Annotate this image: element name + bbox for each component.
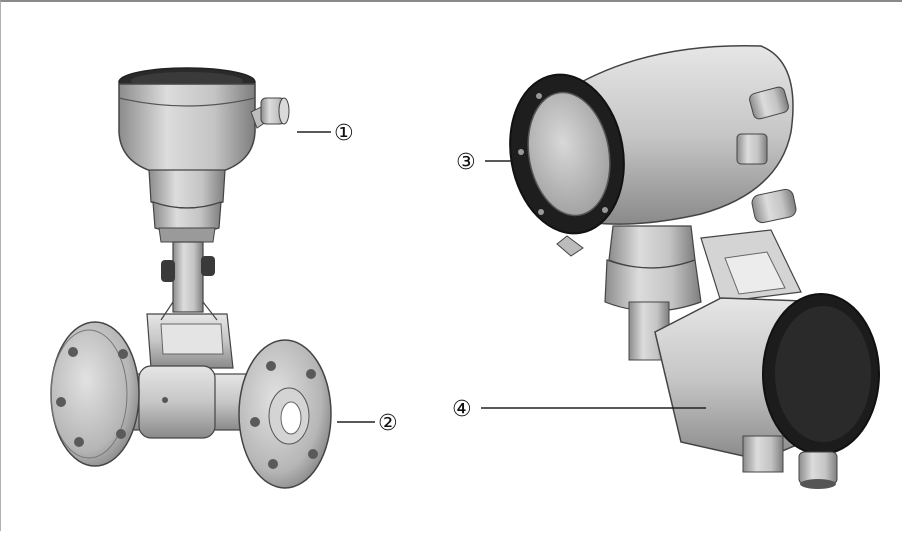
callout-3: ③ [456,150,476,175]
compact-housing [118,67,290,243]
right-flange [238,339,332,489]
compact-flowmeter [50,67,332,489]
compact-stem [146,241,234,369]
callout-4: ④ [452,397,472,422]
left-flange [50,321,140,467]
wall-bracket [700,229,802,303]
transmitter-housing [509,44,797,257]
remote-transmitter [509,44,880,489]
callout-2: ② [378,411,398,436]
callout-1: ① [334,121,354,146]
transmitter-neck [604,225,702,361]
junction-box [654,293,880,489]
